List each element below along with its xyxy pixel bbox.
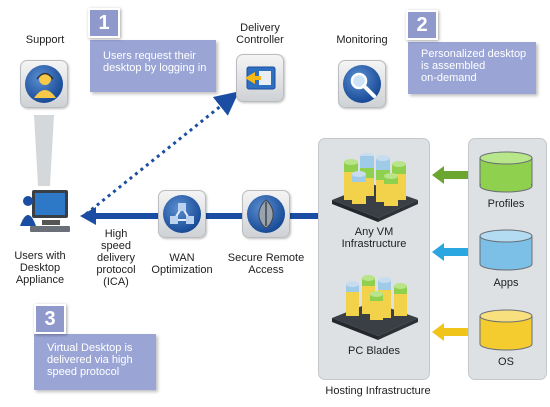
callout-3-text: Virtual Desktop is delivered via high sp… [47, 342, 133, 378]
desktop-user-icon[interactable] [18, 186, 72, 236]
support-link [34, 115, 54, 186]
login-arrow [85, 91, 240, 216]
profiles-label: Profiles [487, 198, 525, 210]
vm-stack-icon [332, 153, 418, 222]
secure-access-icon[interactable] [242, 190, 290, 238]
callout-1-text: Users request their desktop by logging i… [103, 50, 207, 74]
support-label: Support [25, 34, 65, 46]
users-label: Users with Desktop Appliance [14, 250, 66, 286]
blade-stack-icon [332, 275, 418, 340]
vm-cylinders [344, 153, 406, 206]
wan-optimization-icon[interactable] [158, 190, 206, 238]
support-icon[interactable] [20, 60, 68, 108]
os-label: OS [498, 356, 514, 368]
callout-3-number: 3 [34, 304, 66, 334]
callout-2-text: Personalized desktop is assembled on-dem… [421, 48, 527, 84]
apps-arrow [432, 243, 474, 261]
secure-access-label: Secure Remote Access [227, 252, 305, 276]
wan-label: WAN Optimization [151, 252, 213, 276]
delivery-arrow-head [80, 207, 96, 225]
monitoring-icon[interactable] [338, 60, 386, 108]
callout-2: Personalized desktop is assembled on-dem… [408, 42, 536, 94]
controller-icon[interactable] [236, 54, 284, 102]
apps-label: Apps [493, 277, 519, 289]
profiles-database-icon [479, 151, 533, 193]
callout-1: Users request their desktop by logging i… [90, 40, 216, 92]
apps-database-icon [479, 229, 533, 271]
os-arrow [432, 323, 474, 341]
any-vm-label: Any VM Infrastructure [341, 226, 407, 250]
callout-3: Virtual Desktop is delivered via high sp… [34, 334, 156, 390]
ica-label: High speed delivery protocol (ICA) [96, 228, 136, 288]
os-database-icon [479, 309, 533, 351]
callout-1-number: 1 [88, 8, 120, 38]
delivery-controller-label: Delivery Controller [236, 22, 284, 46]
profiles-arrow [432, 166, 474, 184]
hosting-label: Hosting Infrastructure [325, 385, 431, 397]
callout-2-number: 2 [406, 10, 438, 40]
pc-blades-label: PC Blades [348, 345, 400, 357]
monitoring-label: Monitoring [336, 34, 388, 46]
